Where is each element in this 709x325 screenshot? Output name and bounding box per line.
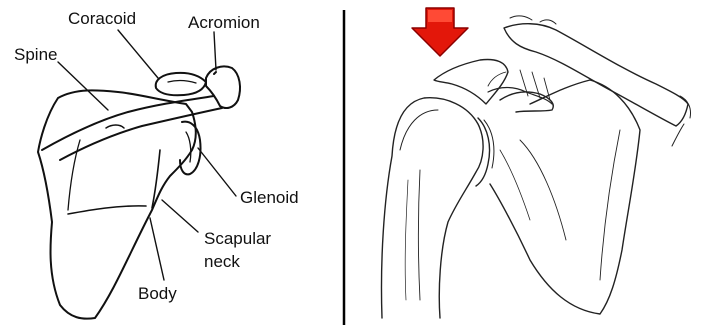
leader-coracoid: [118, 30, 158, 78]
leader-acromion: [214, 32, 216, 70]
leader-spine: [58, 62, 108, 110]
humerus: [381, 98, 483, 318]
right-shoulder: [381, 16, 690, 318]
coracoid-right: [500, 92, 553, 112]
label-body: Body: [138, 285, 177, 302]
scapula-right: [490, 80, 640, 314]
label-spine: Spine: [14, 46, 57, 63]
coracoid-process: [156, 73, 206, 95]
leader-glenoid: [198, 148, 236, 196]
label-scapular: Scapular: [204, 230, 271, 247]
label-neck: neck: [204, 253, 240, 270]
label-acromion: Acromion: [188, 14, 260, 31]
label-glenoid: Glenoid: [240, 189, 299, 206]
leader-scapular-neck: [162, 200, 198, 232]
acromion-right: [434, 60, 508, 105]
leader-body: [150, 218, 164, 280]
left-scapula: [38, 30, 240, 319]
acromion-process: [206, 66, 240, 108]
label-coracoid: Coracoid: [68, 10, 136, 27]
